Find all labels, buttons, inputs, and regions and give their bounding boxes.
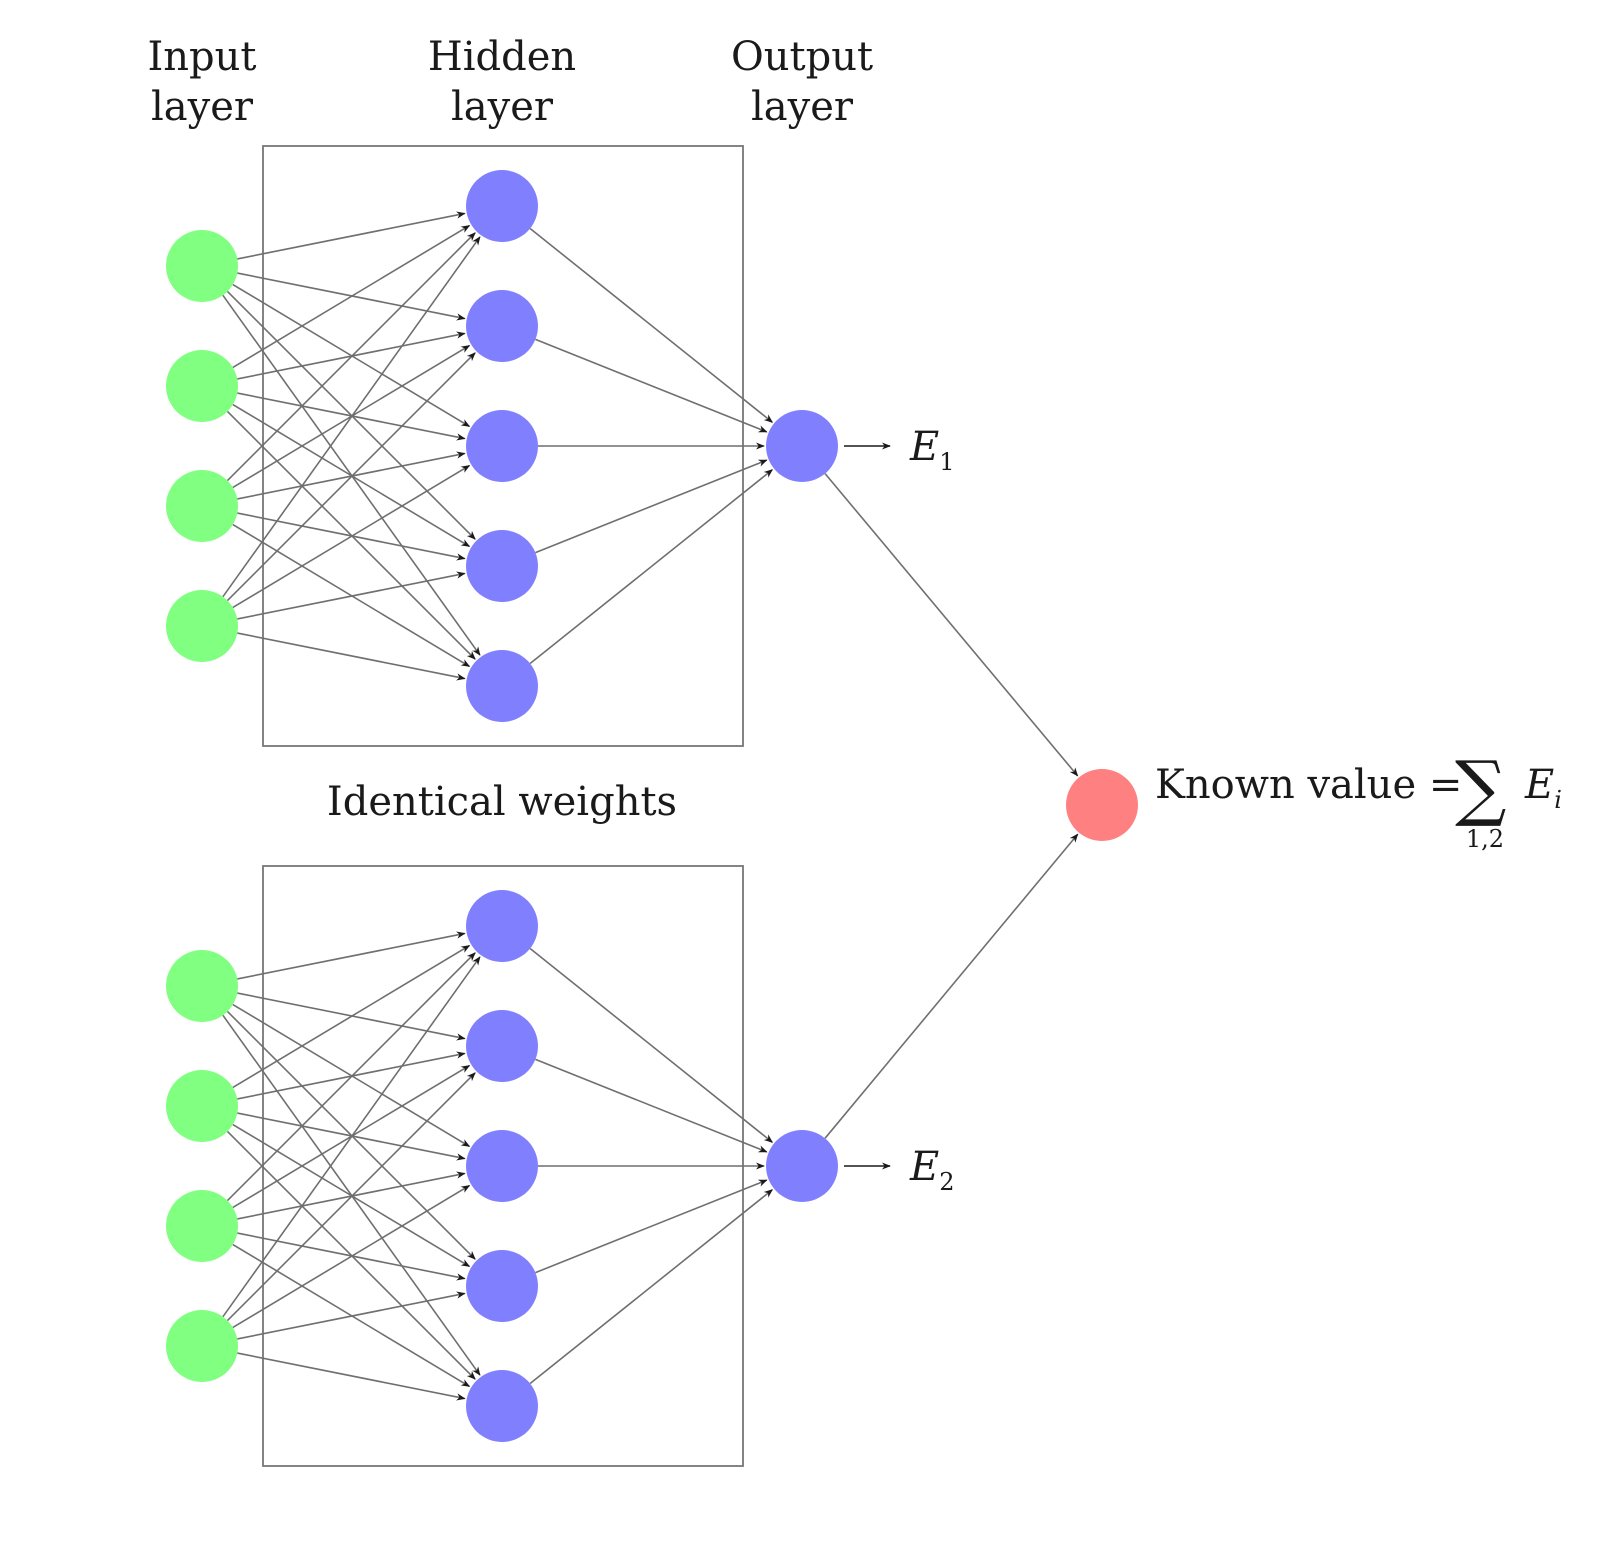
network-2-hidden-node-1 xyxy=(466,890,538,962)
network-1-edge-hid4-out xyxy=(535,459,768,554)
network-1-hidden-node-1 xyxy=(466,170,538,242)
network-2-edge-out-target xyxy=(824,833,1079,1139)
network-2-hidden-node-3 xyxy=(466,1130,538,1202)
network-2-hidden-node-2 xyxy=(466,1010,538,1082)
network-1-input-node-2 xyxy=(166,350,238,422)
network-1-hidden-node-5 xyxy=(466,650,538,722)
network-2-edge-in3-hid1 xyxy=(226,952,476,1202)
network-1-edge-hid2-out xyxy=(535,338,768,433)
network-1-hidden-node-3 xyxy=(466,410,538,482)
layer-headers: Input layer Hidden layer Output layer xyxy=(147,34,873,130)
network-2-edge-in4-hid2 xyxy=(226,1072,476,1322)
network-1-edge-out-target xyxy=(824,473,1079,777)
network-1-hidden-node-4 xyxy=(466,530,538,602)
network-2-edge-in2-hid1 xyxy=(232,944,471,1089)
input-layer-label-line2: layer xyxy=(151,84,254,130)
output-layer-label-line2: layer xyxy=(751,84,854,130)
network-2-edge-in1-hid1 xyxy=(237,931,466,980)
connection-edges xyxy=(222,211,1079,1401)
network-1-edge-in4-hid1 xyxy=(222,236,481,598)
network-1-input-node-4 xyxy=(166,590,238,662)
network-1-edge-in1-hid1 xyxy=(237,211,466,260)
network-1-edge-in3-hid1 xyxy=(226,232,476,482)
network-1-output-symbol: E xyxy=(909,424,939,470)
network-1-edge-in2-hid1 xyxy=(232,224,471,369)
sum-term-symbol: E xyxy=(1524,762,1554,808)
known-value-label: Known value = xyxy=(1155,762,1462,808)
target-formula: Known value = ∑ 1,2 Ei xyxy=(1155,745,1562,853)
network-1-edge-in4-hid5 xyxy=(237,632,466,681)
network-2-edge-hid4-out xyxy=(535,1179,768,1274)
network-1-edge-in4-hid2 xyxy=(226,352,476,602)
target-node xyxy=(1066,769,1138,841)
network-2-hidden-node-5 xyxy=(466,1370,538,1442)
network-2-edge-hid5-out xyxy=(529,1189,774,1385)
neuron-nodes xyxy=(166,170,1138,1442)
network-2-edge-in4-hid5 xyxy=(237,1352,466,1401)
sum-term-subscript: i xyxy=(1554,786,1562,814)
output-layer-label-line1: Output xyxy=(731,34,873,80)
sum-range: 1,2 xyxy=(1466,825,1504,853)
network-2-edge-in4-hid1 xyxy=(222,956,481,1318)
network-1-input-node-1 xyxy=(166,230,238,302)
network-2-output-node xyxy=(766,1130,838,1202)
network-1-hidden-node-2 xyxy=(466,290,538,362)
identical-weights-label: Identical weights xyxy=(327,779,677,825)
network-2-input-node-3 xyxy=(166,1190,238,1262)
network-2-output-label: E2 xyxy=(909,1144,954,1196)
network-2-edge-in4-hid4 xyxy=(237,1291,466,1340)
network-1-output-label: E1 xyxy=(909,424,954,476)
network-1-edge-hid1-out xyxy=(529,227,774,423)
hidden-layer-label-line1: Hidden xyxy=(428,34,576,80)
network-1-output-subscript: 1 xyxy=(939,448,954,476)
network-2-output-subscript: 2 xyxy=(939,1168,954,1196)
network-2-edge-hid1-out xyxy=(529,947,774,1143)
network-1-edge-in4-hid3 xyxy=(232,464,471,609)
input-layer-label-line1: Input xyxy=(147,34,256,80)
network-1-edge-hid5-out xyxy=(529,469,774,665)
network-2-hidden-node-4 xyxy=(466,1250,538,1322)
network-2-input-node-1 xyxy=(166,950,238,1022)
network-1-edge-in4-hid4 xyxy=(237,571,466,620)
sum-term: Ei xyxy=(1524,762,1562,814)
network-2-input-node-2 xyxy=(166,1070,238,1142)
network-2-output-symbol: E xyxy=(909,1144,939,1190)
network-1-input-node-3 xyxy=(166,470,238,542)
network-2-edge-hid2-out xyxy=(535,1058,768,1153)
hidden-layer-label-line2: layer xyxy=(451,84,554,130)
network-2-input-node-4 xyxy=(166,1310,238,1382)
network-1-output-node xyxy=(766,410,838,482)
network-2-edge-in4-hid3 xyxy=(232,1184,471,1329)
sum-sign: ∑ xyxy=(1455,745,1506,829)
